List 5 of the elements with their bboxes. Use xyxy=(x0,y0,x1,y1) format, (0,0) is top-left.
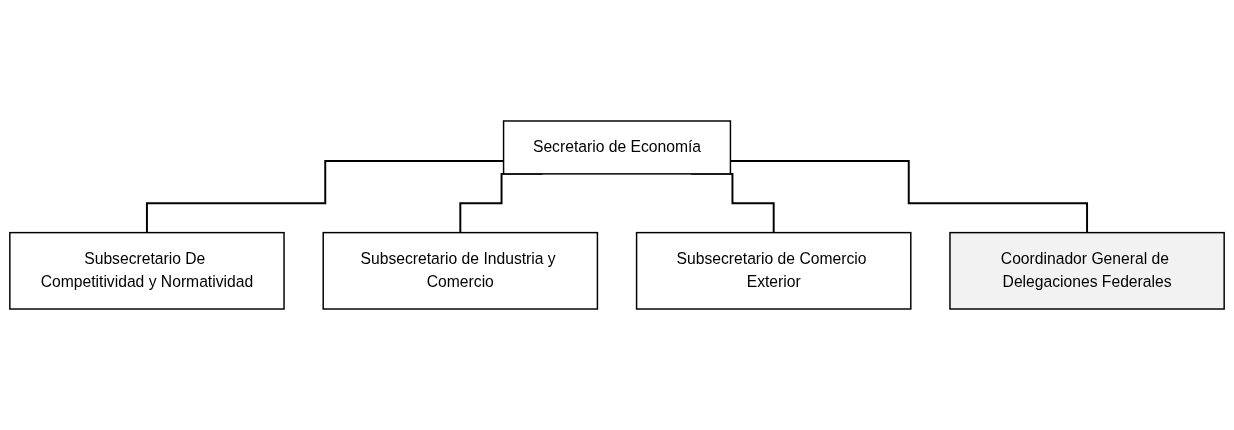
node-box: Subsecretario de Industria y Comercio xyxy=(322,231,599,310)
node-box: Secretario de Economía xyxy=(502,120,732,175)
node-box: Subsecretario De Competitividad y Normatividad xyxy=(9,231,285,310)
node-box: Subsecretario de Comercio Exterior xyxy=(635,231,912,310)
node-box: Coordinador General de Delegaciones Federales xyxy=(949,231,1225,310)
